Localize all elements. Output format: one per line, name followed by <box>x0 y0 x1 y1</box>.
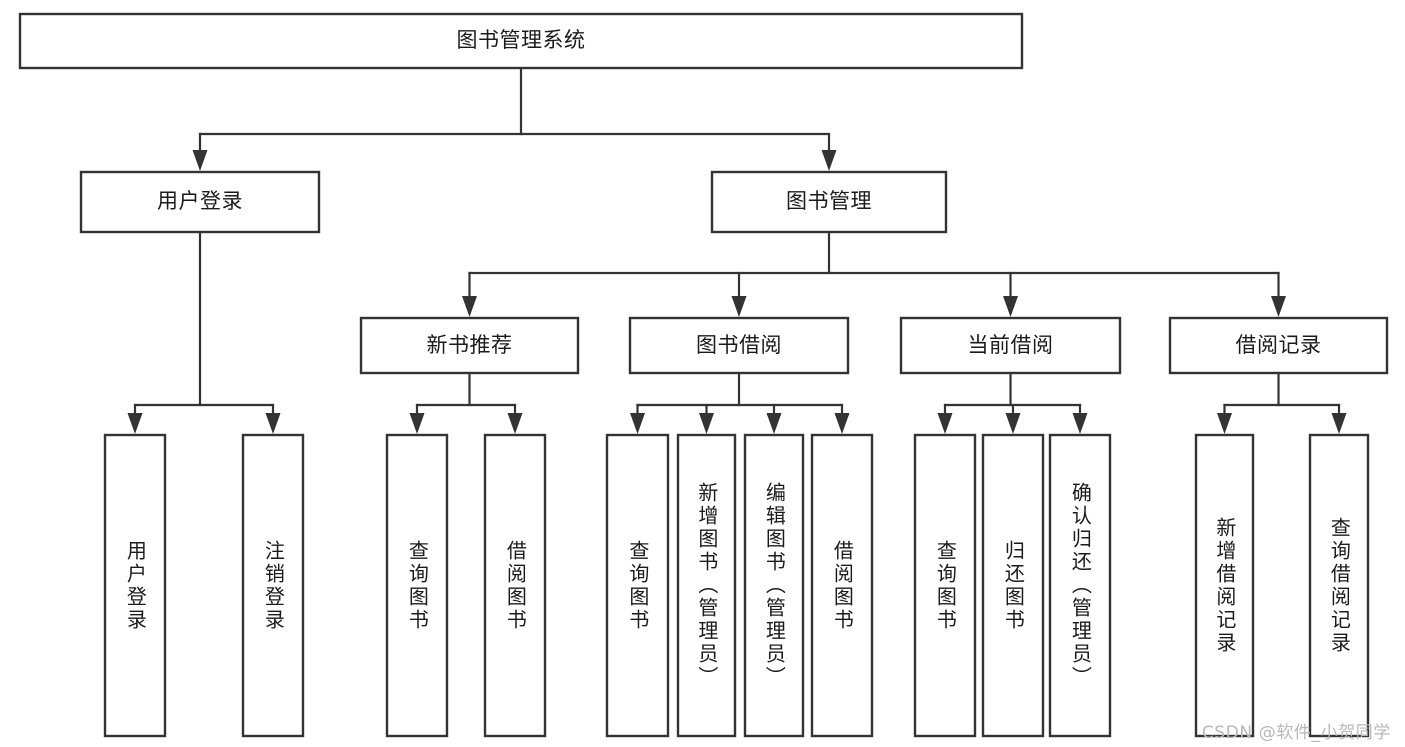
arrow-head-icon <box>409 413 425 434</box>
node-box-borrow-record[interactable] <box>1168 316 1389 375</box>
arrow-head-icon <box>1003 296 1018 317</box>
connector-layer <box>127 66 1347 434</box>
arrow-head-icon <box>1072 413 1088 434</box>
node-box-book-borrow[interactable] <box>628 316 850 375</box>
arrow-head-icon <box>937 413 953 434</box>
node-box-leaf-user-logout[interactable] <box>241 433 305 738</box>
node-box-leaf-confirm-return[interactable] <box>1048 433 1112 738</box>
node-box-leaf-add-borrow-record[interactable] <box>1194 433 1255 738</box>
node-box-new-book-recommend[interactable] <box>359 316 580 375</box>
node-box-leaf-query-borrow-record[interactable] <box>1308 433 1370 738</box>
arrow-head-icon <box>192 150 208 171</box>
node-box-leaf-query-book-current[interactable] <box>913 433 977 738</box>
node-box-leaf-return-book[interactable] <box>981 433 1045 738</box>
node-box-root[interactable] <box>18 12 1024 70</box>
arrow-head-icon <box>821 150 837 171</box>
node-box-leaf-query-book-borrow[interactable] <box>605 433 670 738</box>
arrow-head-icon <box>834 413 850 434</box>
node-box-leaf-edit-book[interactable] <box>743 433 805 738</box>
arrow-head-icon <box>507 413 523 434</box>
box-layer <box>18 12 1389 738</box>
node-box-leaf-borrow-book-recommend[interactable] <box>483 433 547 738</box>
arrow-head-icon <box>1217 413 1232 434</box>
arrow-head-icon <box>127 413 143 434</box>
arrow-head-icon <box>731 296 747 317</box>
node-box-leaf-query-book-recommend[interactable] <box>385 433 449 738</box>
arrow-head-icon <box>1005 413 1021 434</box>
node-box-leaf-user-login[interactable] <box>103 433 167 738</box>
arrow-head-icon <box>265 413 281 434</box>
node-box-current-borrow[interactable] <box>899 316 1122 375</box>
arrow-head-icon <box>699 413 714 434</box>
arrow-head-icon <box>766 413 782 434</box>
arrow-head-icon <box>462 296 477 317</box>
arrow-head-icon <box>630 413 645 434</box>
node-box-user-login[interactable] <box>79 170 321 234</box>
node-box-leaf-add-book[interactable] <box>676 433 737 738</box>
node-box-leaf-borrow-book[interactable] <box>810 433 874 738</box>
arrow-head-icon <box>1331 413 1347 434</box>
arrow-head-icon <box>1271 296 1286 317</box>
node-box-book-manage[interactable] <box>710 170 948 234</box>
